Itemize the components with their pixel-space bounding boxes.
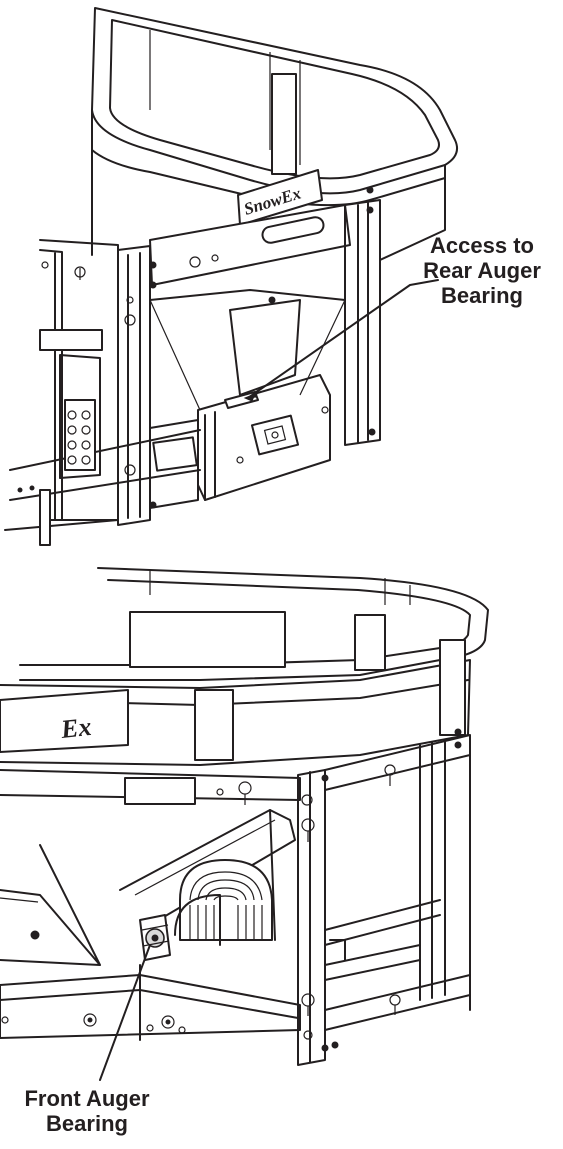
- rear-callout-leader: [247, 279, 439, 399]
- rear-callout-line-1: Access to: [430, 233, 534, 258]
- lower-logo-plate: Ex: [0, 689, 129, 753]
- front-callout-line-1: Front Auger: [24, 1086, 150, 1111]
- front-callout-leader: [99, 944, 151, 1081]
- lower-front-frame-post: [297, 769, 326, 1066]
- upper-connector-block: [64, 399, 96, 471]
- upper-hopper-rim: [91, 7, 458, 195]
- rear-callout-line-3: Bearing: [441, 283, 523, 308]
- rear-auger-bearing-callout: Access to Rear Auger Bearing: [402, 233, 562, 308]
- front-auger-bearing: [139, 914, 171, 961]
- upper-hopper-chute: [229, 299, 301, 396]
- front-auger-housing: [174, 859, 273, 946]
- lower-bottom-frame: [0, 974, 301, 1039]
- lower-left-side-panel: [0, 844, 101, 966]
- upper-hopper-view: SnowEx: [4, 7, 458, 546]
- front-callout-line-2: Bearing: [46, 1111, 128, 1136]
- front-auger-bearing-callout: Front Auger Bearing: [12, 1086, 162, 1136]
- lower-hopper-view: Ex: [0, 567, 489, 1066]
- lower-logo-text: Ex: [59, 712, 93, 744]
- rear-callout-line-2: Rear Auger: [423, 258, 541, 283]
- upper-right-frame-post: [344, 199, 381, 446]
